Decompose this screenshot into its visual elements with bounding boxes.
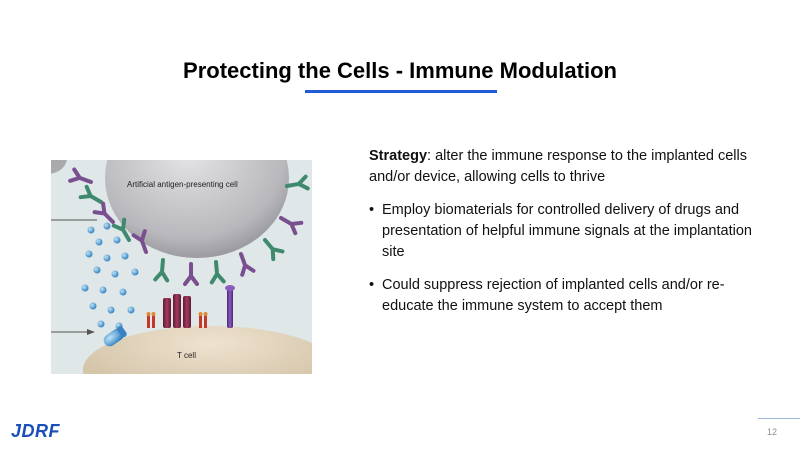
title-underline xyxy=(305,90,497,93)
apc-sphere-shape xyxy=(105,160,289,258)
antibody-group xyxy=(68,167,310,286)
strategy-label: Strategy xyxy=(369,148,428,164)
jdrf-logo: JDRF xyxy=(11,421,61,441)
strategy-text: : alter the immune response to the impla… xyxy=(369,148,748,185)
bullet-list: • Employ biomaterials for controlled deli… xyxy=(369,200,769,317)
list-item: • Employ biomaterials for controlled deli… xyxy=(369,200,769,263)
bullet-text: Could suppress rejection of implanted ce… xyxy=(382,277,725,314)
apc-illustration: Artificial antigen-presenting cell xyxy=(51,160,312,374)
partial-cell-shape xyxy=(51,160,67,174)
apc-label: Artificial antigen-presenting cell xyxy=(127,180,238,189)
apc-figure: Artificial antigen-presenting cell xyxy=(51,160,312,374)
strategy-paragraph: Strategy: alter the immune response to t… xyxy=(369,146,769,188)
bullet-text: Employ biomaterials for controlled deliv… xyxy=(382,202,752,260)
page-number: 12 xyxy=(767,427,778,437)
content-text: Strategy: alter the immune response to t… xyxy=(369,146,769,329)
arrow-head-shape xyxy=(87,329,95,335)
tcell-label: T cell xyxy=(177,351,196,360)
slide-title: Protecting the Cells - Immune Modulation xyxy=(183,58,617,83)
tcell-shape xyxy=(83,326,312,374)
list-item: • Could suppress rejection of implanted c… xyxy=(369,275,769,317)
bead-group xyxy=(81,222,139,330)
drug-capsule-shape xyxy=(103,326,127,347)
bullet-dot: • xyxy=(369,277,375,293)
bullet-dot: • xyxy=(369,202,375,218)
footer-divider xyxy=(758,418,800,419)
receptor-group xyxy=(146,285,235,328)
